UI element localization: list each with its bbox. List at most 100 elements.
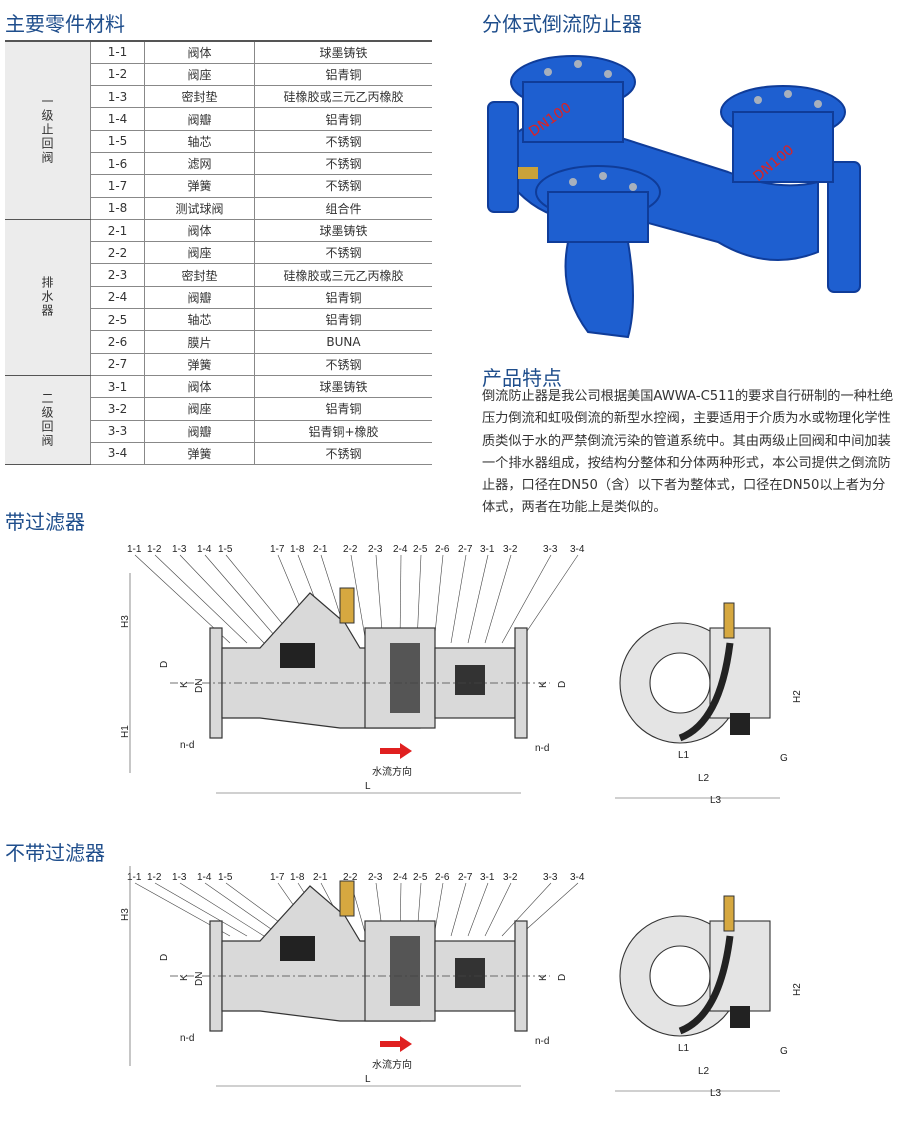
disc-2 xyxy=(455,958,485,988)
part-label: 3-4 xyxy=(570,872,585,883)
part-no: 1-6 xyxy=(90,152,145,176)
part-no: 1-4 xyxy=(90,107,145,131)
dim-G: G xyxy=(780,753,788,764)
part-no: 1-7 xyxy=(90,174,145,198)
leader-line xyxy=(350,554,367,644)
leader-line xyxy=(450,554,467,644)
part-name: 密封垫 xyxy=(144,263,255,287)
dim-L: L xyxy=(365,781,371,792)
product-title: 分体式倒流防止器 xyxy=(482,12,642,36)
part-no: 2-7 xyxy=(90,353,145,376)
part-name: 阀体 xyxy=(144,375,255,399)
leader-line xyxy=(204,554,282,644)
test-cock xyxy=(723,602,735,639)
test-valve xyxy=(339,587,355,624)
part-name: 阀座 xyxy=(144,397,255,421)
part-material: 硅橡胶或三元乙丙橡胶 xyxy=(254,263,432,287)
drain-core xyxy=(390,936,420,1006)
leader-line xyxy=(179,554,265,644)
leader-line xyxy=(518,554,579,644)
features-text: 倒流防止器是我公司根据美国AWWA-C511的要求自行研制的一种杜绝压力倒流和虹… xyxy=(482,389,894,516)
leader-line xyxy=(179,882,265,937)
leader-line xyxy=(467,554,489,644)
part-material: 硅橡胶或三元乙丙橡胶 xyxy=(254,85,432,109)
disc xyxy=(280,643,315,668)
disc xyxy=(280,936,315,961)
part-material: 组合件 xyxy=(254,197,432,220)
part-material: 铝青铜 xyxy=(254,397,432,421)
part-material: 不锈钢 xyxy=(254,174,432,198)
part-label: 1-5 xyxy=(218,872,233,883)
part-label: 1-8 xyxy=(290,872,305,883)
dim-L1: L1 xyxy=(678,750,690,761)
part-label: 2-4 xyxy=(393,872,408,883)
dim-H1: H1 xyxy=(120,725,131,738)
part-name: 阀体 xyxy=(144,219,255,243)
diagram-1-title: 带过滤器 xyxy=(5,510,85,534)
dim-nd: n-d xyxy=(180,1033,194,1044)
disc-2 xyxy=(455,665,485,695)
part-material: 不锈钢 xyxy=(254,241,432,265)
flow-arrow-icon xyxy=(380,1036,412,1052)
dim-K: K xyxy=(538,681,549,688)
part-label: 1-4 xyxy=(197,544,212,555)
dim-DN: DN xyxy=(194,679,205,693)
leader-line xyxy=(467,882,489,937)
part-no: 1-1 xyxy=(90,41,145,64)
part-no: 2-6 xyxy=(90,330,145,354)
part-label: 1-8 xyxy=(290,544,305,555)
part-no: 3-4 xyxy=(90,442,145,466)
dim-nd: n-d xyxy=(535,743,549,754)
hose xyxy=(678,935,734,1035)
part-name: 阀体 xyxy=(144,41,255,64)
flow-label: 水流方向 xyxy=(372,765,412,778)
part-material: 不锈钢 xyxy=(254,442,432,466)
group-label: 一级止回阀 xyxy=(5,41,91,220)
dim-H3: H3 xyxy=(120,615,131,628)
dim-L2: L2 xyxy=(698,773,710,784)
dim-G: G xyxy=(780,1046,788,1057)
part-label: 1-5 xyxy=(218,544,233,555)
part-label: 1-1 xyxy=(127,544,142,555)
part-label: 1-3 xyxy=(172,544,187,555)
part-label: 2-4 xyxy=(393,544,408,555)
dim-H2: H2 xyxy=(792,690,803,703)
leader-line xyxy=(518,882,579,937)
part-material: 球墨铸铁 xyxy=(254,41,432,64)
leader-line xyxy=(501,554,552,644)
part-label: 3-3 xyxy=(543,872,558,883)
part-no: 1-5 xyxy=(90,130,145,153)
part-material: 铝青铜 xyxy=(254,286,432,310)
part-material: 球墨铸铁 xyxy=(254,375,432,399)
part-name: 轴芯 xyxy=(144,130,255,153)
part-label: 2-5 xyxy=(413,544,428,555)
dim-L3: L3 xyxy=(710,1088,722,1099)
dim-nd: n-d xyxy=(180,740,194,751)
part-label: 3-1 xyxy=(480,544,495,555)
part-material: 铝青铜 xyxy=(254,308,432,332)
product-photo: DN100 DN100 xyxy=(487,55,861,339)
leader-line xyxy=(501,882,552,937)
dim-D: D xyxy=(159,661,170,668)
part-label: 3-2 xyxy=(503,544,518,555)
part-label: 2-1 xyxy=(313,544,328,555)
part-no: 2-1 xyxy=(90,219,145,243)
hose xyxy=(678,642,734,742)
part-material: 铝青铜 xyxy=(254,63,432,87)
part-label: 1-2 xyxy=(147,544,162,555)
part-material: 不锈钢 xyxy=(254,353,432,376)
